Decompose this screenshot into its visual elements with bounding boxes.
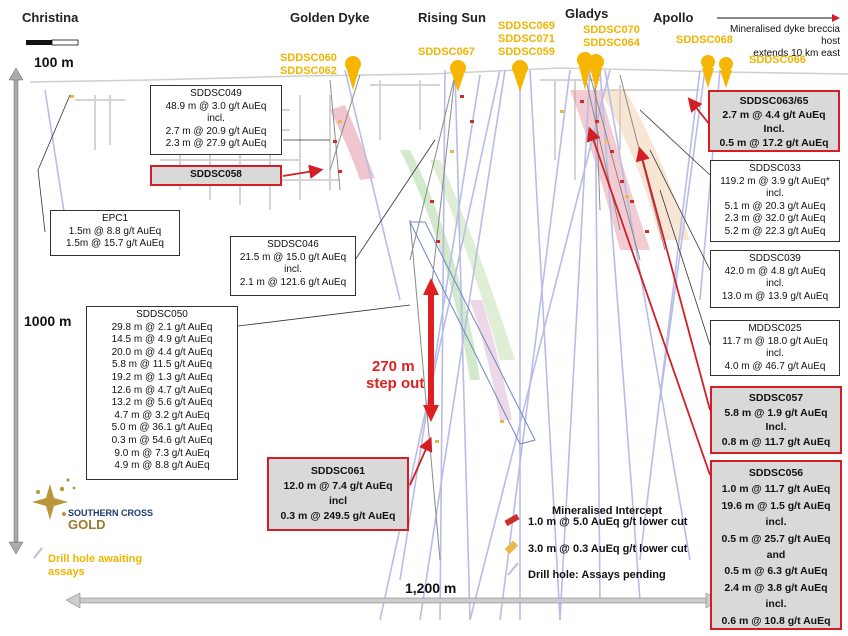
logo-star: [32, 478, 76, 520]
hole-id-label: SDDSC066: [749, 54, 806, 66]
area-label-rising-sun: Rising Sun: [418, 10, 486, 25]
scale-label-vertical: 1000 m: [24, 313, 72, 329]
legend-high-cut: 1.0 m @ 5.0 AuEq g/t lower cut: [528, 516, 688, 528]
intercept-markers: [333, 95, 649, 243]
step-out-outline: [409, 221, 536, 445]
legend-title: Mineralised Intercept: [552, 505, 663, 517]
area-label-golden-dyke: Golden Dyke: [290, 10, 370, 25]
legend-pending: Drill hole: Assays pending: [528, 569, 666, 581]
leader-lines: [37, 94, 711, 346]
legend-symbols: [33, 513, 520, 576]
intercept-box-sddsc058: SDDSC058: [150, 165, 282, 186]
vertical-scale-arrow: [8, 67, 24, 555]
scale-label-100m: 100 m: [34, 54, 74, 70]
hole-id-label: SDDSC067: [418, 46, 475, 58]
logo-text-southern-cross: SOUTHERN CROSS: [68, 508, 154, 518]
area-label-gladys: Gladys: [565, 6, 609, 21]
area-label-christina: Christina: [22, 10, 79, 25]
horizontal-scale-arrow: [65, 592, 721, 609]
red-arrows: [282, 97, 711, 486]
step-out-arrow: [423, 278, 439, 422]
collar-pins: [345, 52, 733, 92]
scale-label-horizontal: 1,200 m: [405, 580, 457, 596]
area-label-apollo: Apollo: [653, 10, 694, 25]
hole-id-label: SDDSC068: [676, 34, 733, 46]
low-grade-markers: [70, 95, 629, 443]
drill-holes-pending: [44, 69, 721, 621]
logo-text-gold: GOLD: [68, 517, 106, 532]
legend-low-cut: 3.0 m @ 0.3 AuEq g/t lower cut: [528, 543, 688, 555]
